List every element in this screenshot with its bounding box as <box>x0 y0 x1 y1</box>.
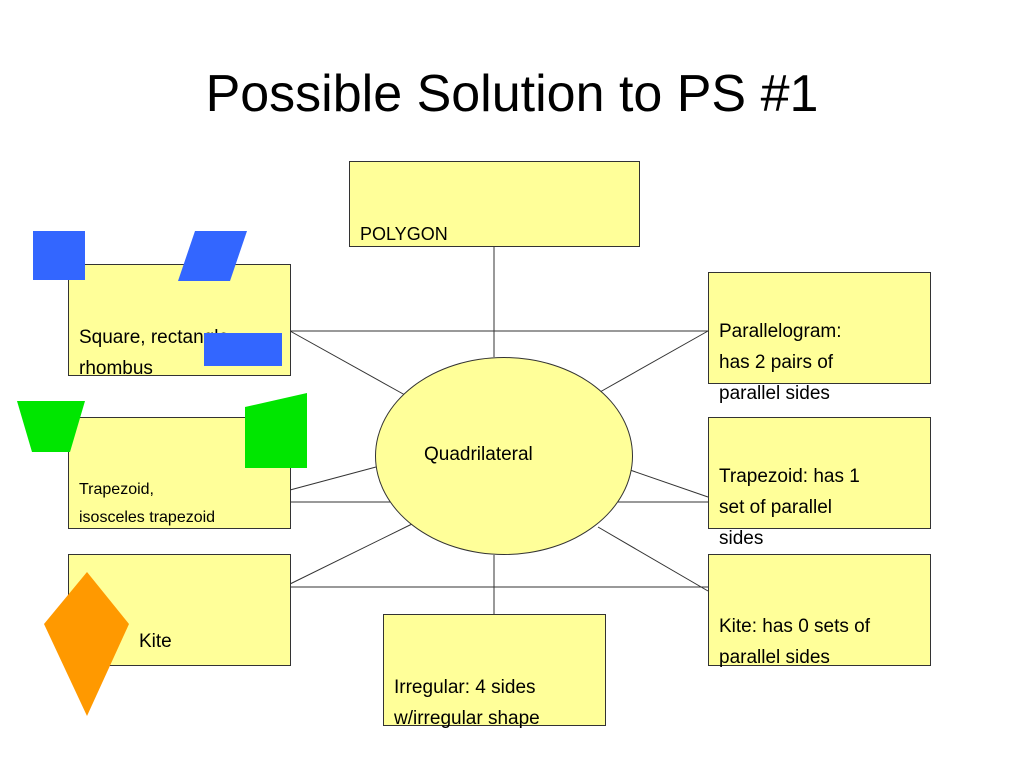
parallelogram-shape-icon <box>178 231 247 281</box>
connector-kite-left <box>289 523 413 585</box>
trapezoid-shape-icon <box>17 401 85 452</box>
trapezoid-left-label: Trapezoid, isosceles trapezoid <box>79 481 216 526</box>
connector-trap-left <box>289 466 377 491</box>
kite-left-label: Kite <box>139 631 172 652</box>
irregular-box: Irregular: 4 sides w/irregular shape <box>383 614 606 729</box>
right-trapezoid-shape-icon <box>245 393 307 468</box>
parallelogram-box: Parallelogram: has 2 pairs of parallel s… <box>708 272 931 404</box>
irregular-label: Irregular: 4 sides w/irregular shape <box>394 677 540 729</box>
polygon-label: POLYGON <box>360 224 448 244</box>
trapezoid-right-box: Trapezoid: has 1 set of parallel sides <box>708 417 931 549</box>
square-shape-icon <box>33 231 85 280</box>
quadrilateral-ellipse: Quadrilateral <box>375 357 633 555</box>
connector-parallelogram <box>599 330 709 393</box>
kite-right-label: Kite: has 0 sets of parallel sides <box>719 616 871 668</box>
parallelogram-label: Parallelogram: has 2 pairs of parallel s… <box>719 321 842 404</box>
connector-trap-right <box>629 469 709 498</box>
rectangle-shape-icon <box>204 333 282 366</box>
kite-right-box: Kite: has 0 sets of parallel sides <box>708 554 931 668</box>
quadrilateral-label: Quadrilateral <box>424 444 533 465</box>
kite-shape-icon <box>44 572 129 716</box>
trapezoid-right-label: Trapezoid: has 1 set of parallel sides <box>719 466 860 549</box>
polygon-box: POLYGON <box>349 161 640 247</box>
connector-kite-right <box>597 526 709 592</box>
page-title: Possible Solution to PS #1 <box>205 65 819 123</box>
connector-square <box>289 330 406 396</box>
